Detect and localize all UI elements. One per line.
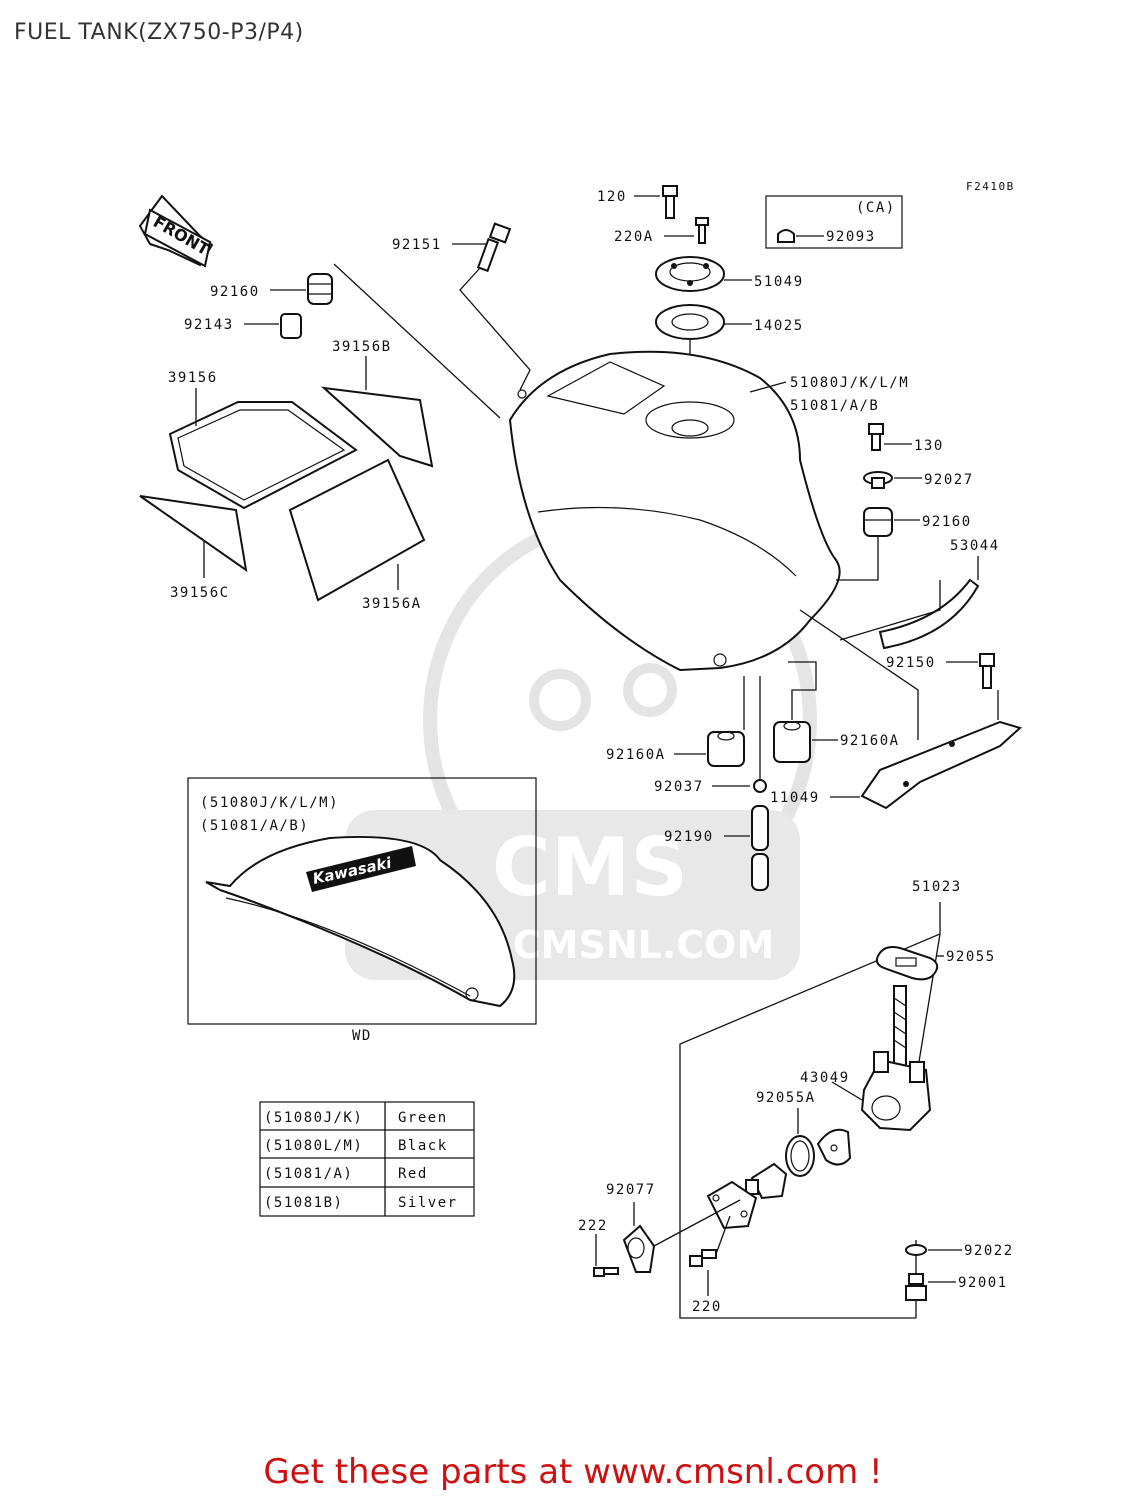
- label-51081: 51081/A/B: [790, 398, 879, 414]
- seal-53044: [878, 578, 980, 650]
- label-92160A-right: 92160A: [840, 733, 900, 749]
- label-11049: 11049: [770, 790, 820, 806]
- cap-nut-icon: [777, 229, 795, 243]
- watermark-brand: CMS: [492, 821, 688, 914]
- label-92160A-left: 92160A: [606, 747, 666, 763]
- ca-box: (CA) 92093: [765, 195, 903, 249]
- inset-line2: (51081/A/B): [200, 818, 309, 834]
- bolt-92151: [476, 222, 512, 273]
- decal-39156B: [320, 386, 434, 468]
- label-51023: 51023: [912, 879, 962, 895]
- filler-cap-51049: [655, 256, 725, 292]
- label-14025: 14025: [754, 318, 804, 334]
- oring-92055A: [785, 1128, 852, 1177]
- gasket-14025: [655, 304, 725, 340]
- inset-line1: (51080J/K/L/M): [200, 795, 339, 811]
- label-92001: 92001: [958, 1275, 1008, 1291]
- label-130: 130: [914, 438, 944, 454]
- label-92055: 92055: [946, 949, 996, 965]
- decal-39156C: [139, 495, 248, 573]
- label-51049: 51049: [754, 274, 804, 290]
- screw-220: [689, 1249, 717, 1267]
- color-table-part: (51081B): [264, 1195, 343, 1211]
- color-table-part: (51080L/M): [264, 1138, 363, 1154]
- label-39156B: 39156B: [332, 339, 392, 355]
- fuel-tap-43049: [860, 985, 932, 1132]
- label-43049: 43049: [800, 1070, 850, 1086]
- color-table: (51080J/K) Green (51080L/M) Black (51081…: [259, 1101, 475, 1217]
- decal-39156A: [288, 458, 426, 602]
- page-title: FUEL TANK(ZX750-P3/P4): [14, 20, 304, 45]
- label-92160-right: 92160: [922, 514, 972, 530]
- tank-inset: (51080J/K/L/M) (51081/A/B) Kawasaki WD: [187, 777, 537, 1044]
- fuel-tank: [508, 350, 841, 672]
- damper-92160A-right: [773, 721, 811, 763]
- bolt-120: [662, 185, 678, 219]
- label-92151: 92151: [392, 237, 442, 253]
- label-222: 222: [578, 1218, 608, 1234]
- label-92160-top: 92160: [210, 284, 260, 300]
- color-table-part: (51081/A): [264, 1166, 353, 1182]
- ca-label: (CA): [856, 200, 896, 216]
- gasket-92055: [875, 946, 939, 981]
- label-92093: 92093: [826, 229, 876, 245]
- screw-222: [593, 1267, 619, 1277]
- color-table-color: Green: [398, 1110, 448, 1126]
- figure-code: F2410B: [966, 180, 1015, 193]
- collar-92143: [280, 313, 302, 339]
- label-53044: 53044: [950, 538, 1000, 554]
- washer-92027: [863, 471, 893, 489]
- grommet-92160-top: [307, 273, 333, 305]
- damper-92160A-left: [707, 731, 745, 767]
- label-92037: 92037: [654, 779, 704, 795]
- label-120: 120: [597, 189, 627, 205]
- label-92027: 92027: [924, 472, 974, 488]
- bracket-11049: [860, 720, 1022, 810]
- washer-92022: [905, 1244, 927, 1256]
- label-39156: 39156: [168, 370, 218, 386]
- front-arrow-icon: FRONT: [138, 194, 214, 268]
- label-92143: 92143: [184, 317, 234, 333]
- grommet-92160-right: [863, 507, 893, 537]
- inset-caption: WD: [352, 1028, 372, 1044]
- bolt-92001: [905, 1273, 927, 1301]
- label-92055A: 92055A: [756, 1090, 816, 1106]
- label-51080: 51080J/K/L/M: [790, 375, 909, 391]
- hose-92190: [751, 805, 769, 891]
- valve-body: [706, 1162, 788, 1230]
- label-92150: 92150: [886, 655, 936, 671]
- color-table-color: Black: [398, 1138, 448, 1154]
- label-92022: 92022: [964, 1243, 1014, 1259]
- label-220: 220: [692, 1299, 722, 1315]
- lever-92077: [622, 1224, 656, 1273]
- label-220A: 220A: [614, 229, 654, 245]
- footer-cta[interactable]: Get these parts at www.cmsnl.com !: [263, 1452, 883, 1492]
- label-92077: 92077: [606, 1182, 656, 1198]
- screw-220A: [695, 217, 709, 244]
- color-table-part: (51080J/K): [264, 1110, 363, 1126]
- bolt-92150: [979, 653, 995, 689]
- label-39156C: 39156C: [170, 585, 230, 601]
- clip-92037: [753, 779, 767, 793]
- label-92190: 92190: [664, 829, 714, 845]
- bolt-130: [868, 423, 884, 451]
- decal-39156: [168, 401, 358, 510]
- color-table-color: Silver: [398, 1195, 458, 1211]
- label-39156A: 39156A: [362, 596, 422, 612]
- color-table-color: Red: [398, 1166, 428, 1182]
